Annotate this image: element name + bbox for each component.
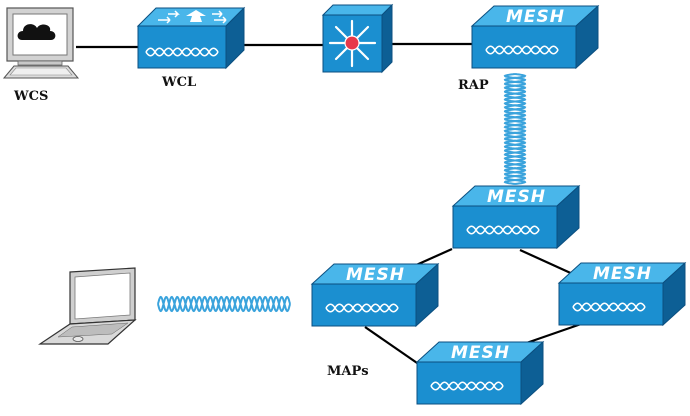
label-wcs: WCS — [14, 89, 49, 104]
map-right-mesh-ap-icon: MESH — [557, 261, 687, 327]
label-wcl: WCL — [162, 75, 197, 90]
mesh-label: MESH — [451, 343, 510, 363]
mesh-ap-icon: MESH — [451, 184, 581, 250]
switch-icon — [321, 3, 394, 74]
wcl-controller-icon — [136, 6, 246, 70]
label-rap: RAP — [458, 78, 489, 93]
mesh-label: MESH — [593, 264, 652, 284]
mesh-label: MESH — [346, 265, 405, 285]
link-mesh1-mapleft — [413, 247, 453, 268]
laptop-icon — [38, 267, 137, 345]
wired-links — [76, 42, 587, 366]
mesh-label: MESH — [506, 7, 565, 27]
wireless-link-rap-mesh — [503, 73, 527, 185]
map-bottom-mesh-ap-icon: MESH — [415, 340, 545, 406]
wireless-link-laptop-map — [157, 295, 291, 313]
map-left-mesh-ap-icon: MESH — [310, 262, 440, 328]
wcs-computer-icon — [2, 7, 80, 79]
mesh-label: MESH — [487, 187, 546, 207]
link-mapleft-mapbottom — [364, 326, 421, 366]
label-maps: MAPs — [327, 364, 369, 379]
rap-mesh-ap-icon: MESH — [470, 4, 600, 70]
